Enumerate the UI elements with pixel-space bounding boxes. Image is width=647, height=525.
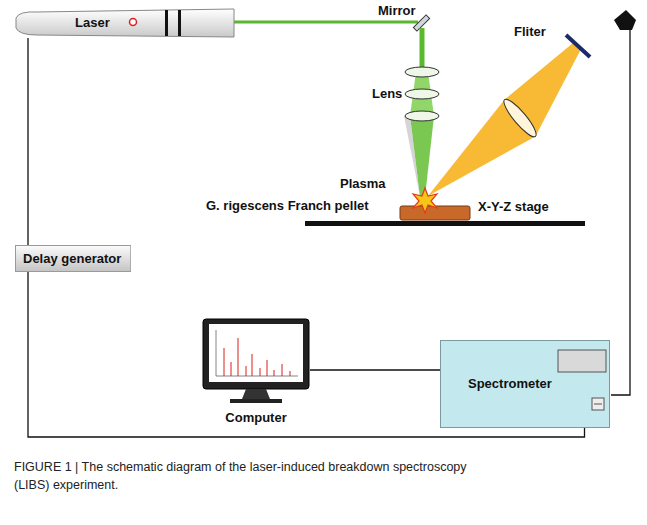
node-text: Spectrometer: [468, 376, 552, 392]
delay-generator-box: Delay generator: [15, 245, 131, 272]
node-text: Computer: [225, 410, 286, 426]
filter-symbol: [566, 35, 590, 57]
figure-caption: FIGURE 1 | The schematic diagram of the …: [14, 458, 484, 494]
mirror-label: Mirror: [378, 3, 416, 19]
spectrometer-box: Spectrometer: [440, 340, 610, 428]
computer-monitor: Computer: [200, 318, 312, 430]
xyz-stage: [305, 221, 585, 226]
sample-pellet: [400, 206, 470, 220]
laser-beam: [420, 28, 425, 70]
fiber-cable: [611, 30, 630, 395]
lens-symbol: [405, 67, 439, 77]
laser-beam: [234, 21, 418, 24]
lens-symbol: [405, 89, 439, 99]
plasma-symbol: [413, 188, 437, 213]
laser-body-outline: [15, 8, 235, 38]
stage-label: X-Y-Z stage: [478, 199, 549, 215]
signal-wire: [310, 369, 440, 370]
signal-wire: [27, 38, 28, 245]
lens-symbol: [405, 111, 439, 121]
sample-label: G. rigescens Franch pellet: [206, 198, 369, 214]
fiber-head: [614, 10, 636, 30]
filter-label: Fliter: [514, 24, 546, 40]
collection-lens: [500, 96, 540, 140]
lens-label: Lens: [372, 86, 402, 102]
beam-shadow: [404, 116, 420, 197]
node-text: Delay generator: [23, 251, 121, 267]
laser-body: Laser: [15, 8, 235, 38]
plasma-label: Plasma: [340, 176, 386, 192]
node-text: Laser: [75, 15, 110, 31]
